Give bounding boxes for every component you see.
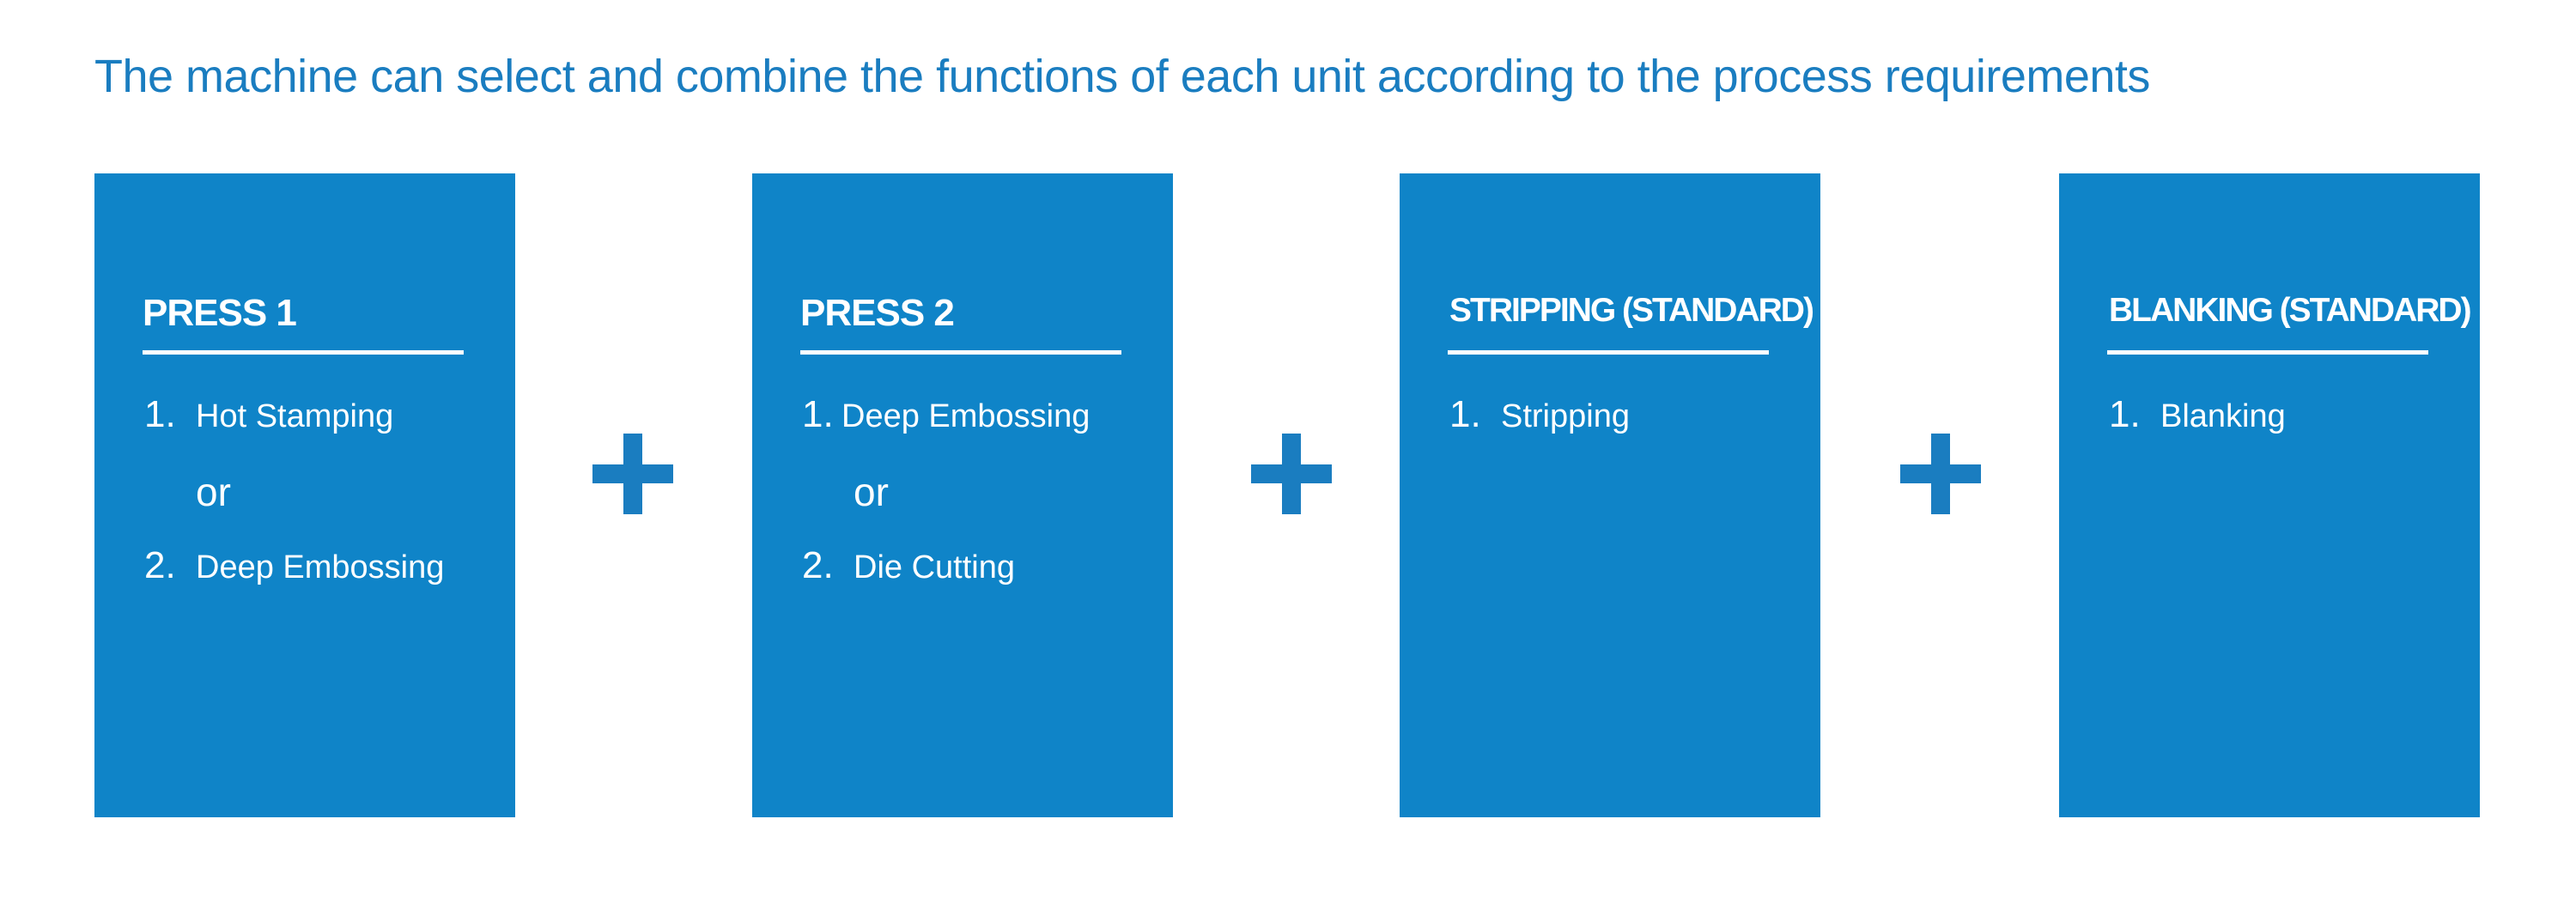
unit-title: BLANKING (STANDARD)	[2109, 292, 2472, 329]
option-item: 2. Die Cutting	[802, 544, 1015, 587]
option-item: 1. Hot Stamping	[144, 393, 393, 436]
option-label: Die Cutting	[854, 549, 1015, 585]
title-underline	[1448, 350, 1769, 355]
option-item: 2. Deep Embossing	[144, 544, 444, 587]
option-label: Hot Stamping	[196, 398, 394, 434]
option-separator: or	[854, 470, 889, 514]
option-number: 2.	[144, 544, 176, 586]
title-underline	[800, 350, 1121, 355]
plus-icon	[1900, 434, 1981, 514]
unit-title: PRESS 2	[800, 292, 955, 334]
option-item: 1. Stripping	[1449, 393, 1630, 436]
option-number: 1.	[2109, 393, 2141, 435]
unit-title: PRESS 1	[143, 292, 297, 334]
option-item: 1. Blanking	[2109, 393, 2286, 436]
option-item: 1. Deep Embossing	[802, 393, 1090, 436]
unit-stripping: STRIPPING (STANDARD) 1. Stripping	[1400, 173, 1820, 817]
unit-title: STRIPPING (STANDARD)	[1449, 292, 1814, 329]
option-label: Blanking	[2160, 398, 2286, 434]
option-number: 2.	[802, 544, 834, 586]
unit-blanking: BLANKING (STANDARD) 1. Blanking	[2059, 173, 2480, 817]
option-number: 1.	[1449, 393, 1481, 435]
option-number: 1.	[802, 393, 834, 435]
option-label: Deep Embossing	[841, 398, 1091, 434]
unit-press-1: PRESS 1 1. Hot Stamping or 2. Deep Embos…	[94, 173, 515, 817]
option-number: 1.	[144, 393, 176, 435]
option-label: Deep Embossing	[196, 549, 445, 585]
option-separator: or	[196, 470, 231, 514]
plus-icon	[592, 434, 673, 514]
title-underline	[143, 350, 464, 355]
page-heading: The machine can select and combine the f…	[94, 51, 2150, 102]
title-underline	[2107, 350, 2428, 355]
unit-press-2: PRESS 2 1. Deep Embossing or 2. Die Cutt…	[752, 173, 1173, 817]
plus-icon	[1251, 434, 1332, 514]
option-label: Stripping	[1501, 398, 1630, 434]
